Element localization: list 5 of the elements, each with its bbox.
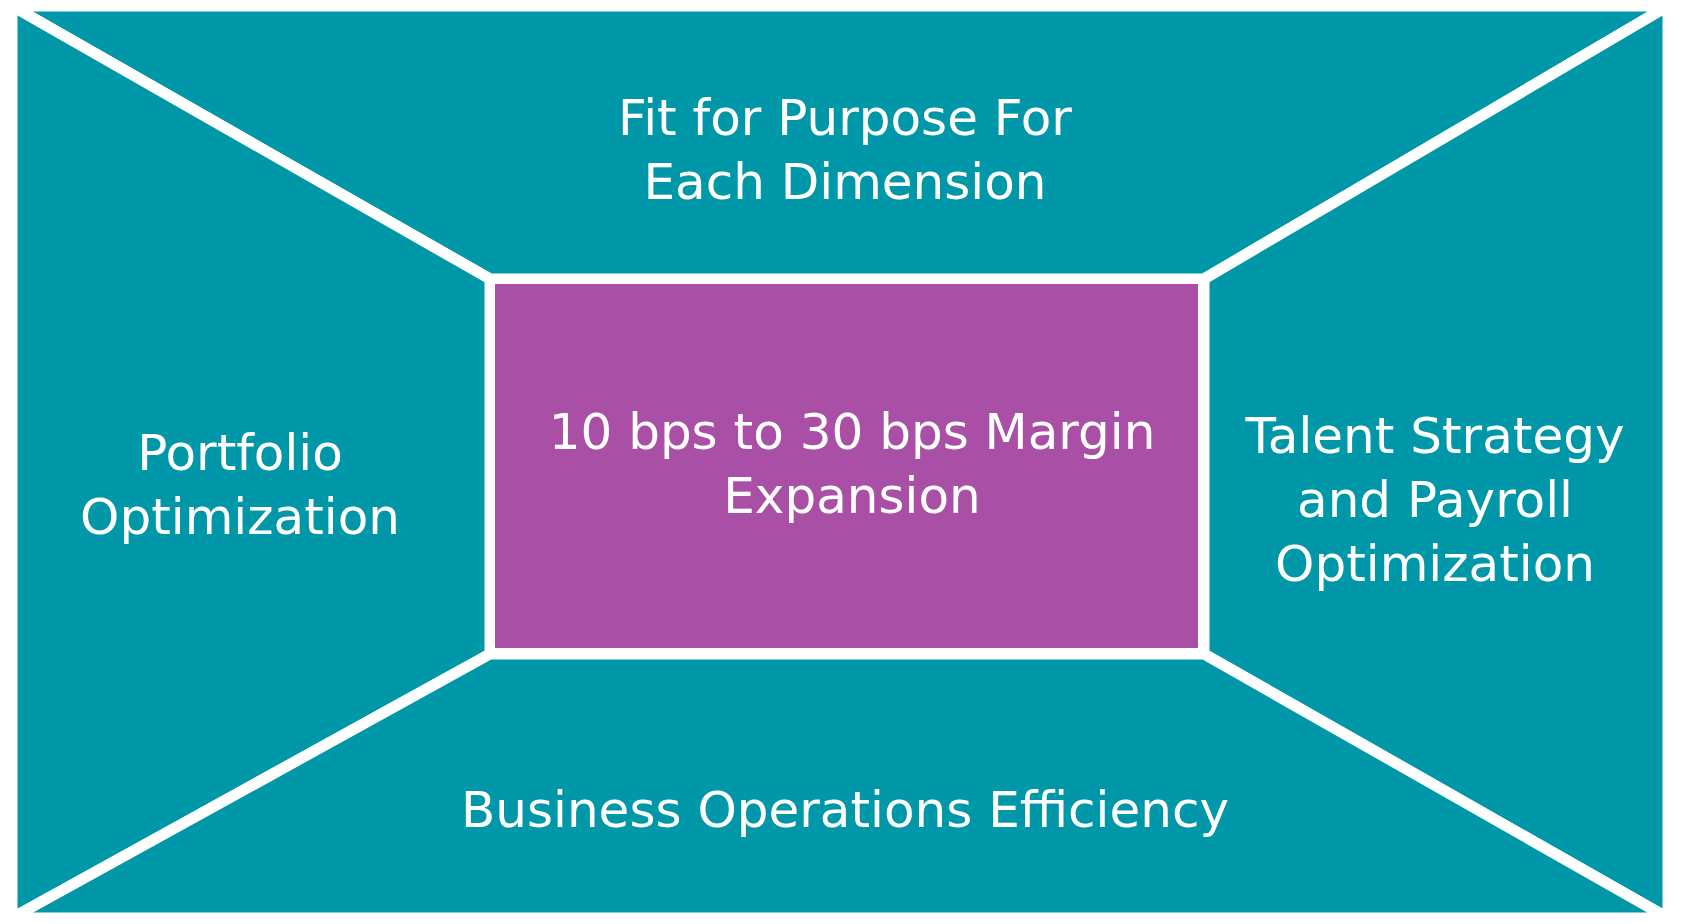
center-label: 10 bps to 30 bps Margin Expansion [547,402,1157,527]
panel-label: Business Operations Efficiency [461,780,1229,841]
panel-label: Portfolio Optimization [79,423,401,548]
panel-label: Talent Strategy and Payroll Optimization [1244,406,1626,595]
panel-label: Fit for Purpose For Each Dimension [617,88,1073,213]
